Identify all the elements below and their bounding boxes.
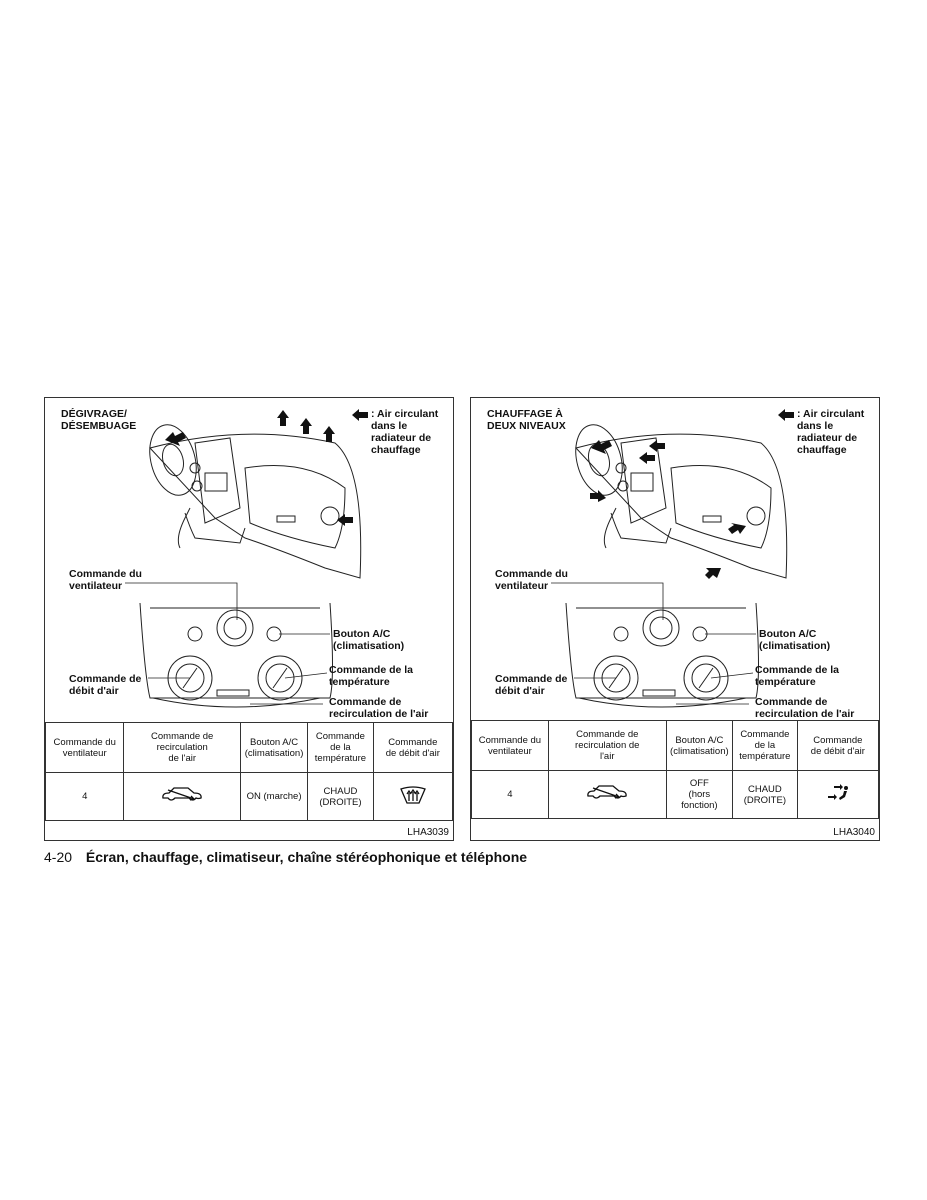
legend-text: : Air circulant dans le radiateur de cha… [371, 408, 439, 456]
defrost-icon [372, 772, 454, 821]
airflow-arrow [323, 426, 335, 442]
legend-text: : Air circulant dans le radiateur de cha… [797, 408, 865, 456]
page-footer: 4-20 Écran, chauffage, climatiseur, chaî… [44, 849, 527, 865]
column-header: Bouton A/C (climatisation) [665, 720, 734, 771]
column-header: Commande de recirculation de l'air [547, 720, 667, 771]
table-cell: 4 [471, 770, 549, 819]
dashboard-illustration [125, 410, 362, 708]
airflow-arrow [639, 452, 655, 464]
table-cell: 4 [44, 772, 125, 821]
column-header: Commande de débit d'air [372, 722, 454, 773]
page-number: 4-20 [44, 849, 73, 865]
label-airflow-control: Commande de débit d'air [69, 673, 142, 697]
column-header: Commande de la température [732, 720, 798, 771]
table-cell: ON (marche) [239, 772, 309, 821]
airflow-arrow-icon [778, 409, 794, 421]
table-cell: OFF (hors fonction) [665, 770, 734, 819]
recirculation-car-icon [123, 772, 241, 821]
column-header: Commande de la température [307, 722, 374, 773]
section-title: Écran, chauffage, climatiseur, chaîne st… [85, 849, 528, 865]
airflow-arrow [649, 440, 665, 452]
label-recirculation-control: Commande de recirculation de l'air [755, 696, 855, 720]
column-header: Commande du ventilateur [44, 722, 125, 773]
airflow-arrow [590, 490, 606, 502]
label-fan-control: Commande du ventilateur [495, 568, 568, 592]
mode-title: DÉGIVRAGE/ DÉSEMBUAGE [61, 408, 137, 432]
dashboard-illustration [551, 424, 788, 708]
airflow-arrow [300, 418, 312, 434]
mode-title: CHAUFFAGE À DEUX NIVEAUX [487, 408, 566, 432]
table-cell: CHAUD (DROITE) [307, 772, 374, 821]
airflow-arrow [728, 523, 746, 534]
column-header: Bouton A/C (climatisation) [239, 722, 309, 773]
figure-code: LHA3040 [833, 827, 875, 838]
label-ac-button: Bouton A/C (climatisation) [333, 628, 405, 652]
column-header: Commande du ventilateur [471, 720, 549, 771]
label-recirculation-control: Commande de recirculation de l'air [329, 696, 429, 720]
table-cell: CHAUD (DROITE) [732, 770, 798, 819]
column-header: Commande de débit d'air [796, 720, 880, 771]
figure-defrost: DÉGIVRAGE/ DÉSEMBUAGE : Air circulant da… [44, 397, 454, 841]
label-fan-control: Commande du ventilateur [69, 568, 142, 592]
figure-bilevel: CHAUFFAGE À DEUX NIVEAUX : Air circulant… [470, 397, 880, 841]
bi-level-icon [796, 770, 880, 819]
airflow-arrow-icon [352, 409, 368, 421]
label-ac-button: Bouton A/C (climatisation) [759, 628, 831, 652]
airflow-arrow [277, 410, 289, 426]
airflow-arrow [705, 568, 721, 579]
airflow-arrow [337, 514, 353, 526]
recirculation-car-icon [547, 770, 667, 819]
airflow-arrow [591, 440, 612, 454]
column-header: Commande de recirculation de l'air [123, 722, 241, 773]
label-airflow-control: Commande de débit d'air [495, 673, 568, 697]
airflow-arrow [165, 432, 186, 446]
label-temperature-control: Commande de la température [329, 664, 414, 688]
figure-code: LHA3039 [407, 827, 449, 838]
label-temperature-control: Commande de la température [755, 664, 840, 688]
